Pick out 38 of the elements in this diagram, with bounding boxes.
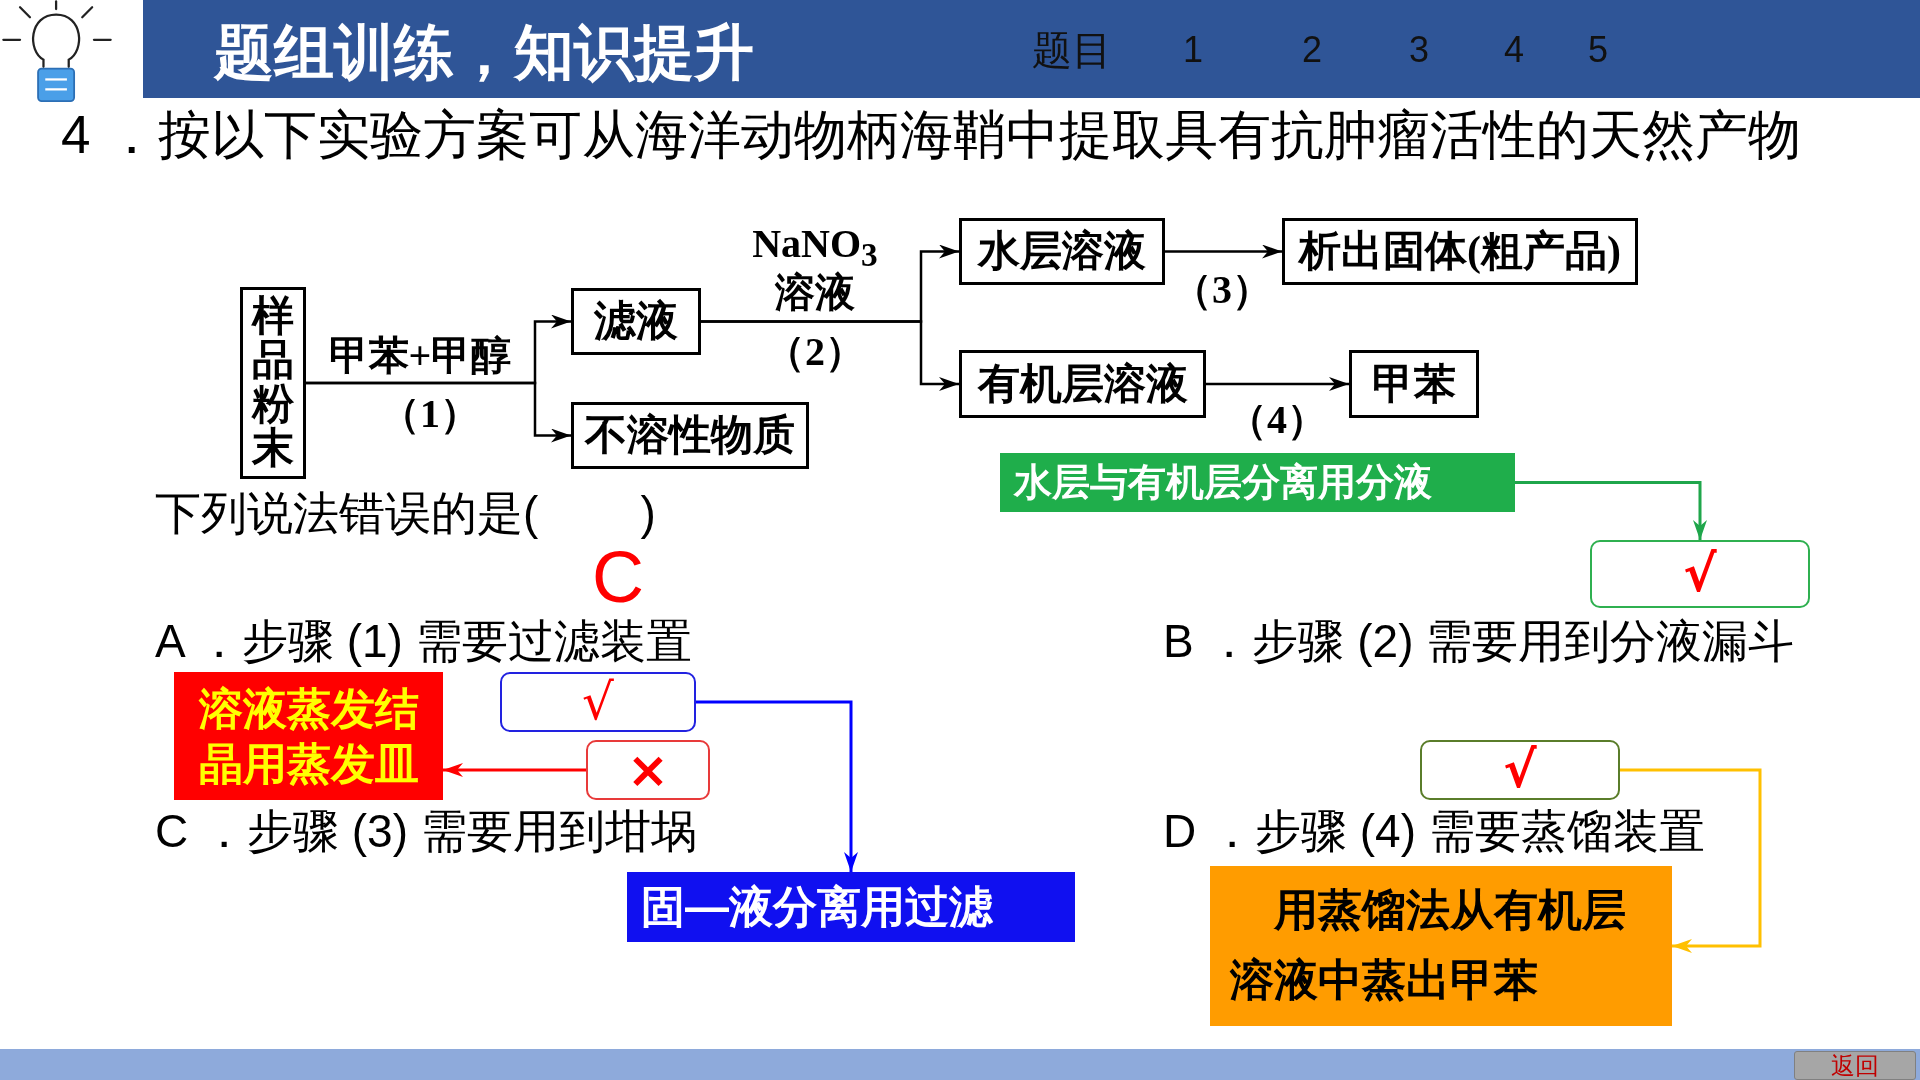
arrow	[1206, 377, 1349, 391]
highlight-frame: √	[1420, 740, 1620, 800]
callout-box: 用蒸馏法从有机层溶液中蒸出甲苯	[1210, 866, 1672, 1026]
highlight-frame: √	[1590, 540, 1810, 608]
highlight-frame: √	[500, 672, 696, 732]
option-text: D ．步骤 (4) 需要蒸馏装置	[1163, 806, 1705, 857]
highlight-frame: ×	[586, 740, 710, 800]
process-box: 析出固体(粗产品)	[1282, 218, 1638, 285]
arrow	[701, 320, 959, 391]
nav-link: 1	[1183, 30, 1204, 70]
question-text: 4 ．按以下实验方案可从海洋动物柄海鞘中提取具有抗肿瘤活性的天然产物	[61, 106, 1802, 165]
process-box: 不溶性物质	[571, 402, 809, 469]
nav-link: 3	[1409, 30, 1430, 70]
answer-letter: C	[592, 541, 644, 613]
arrow	[1515, 481, 1707, 540]
process-box: 样品粉末	[240, 287, 306, 479]
option-text: C ．步骤 (3) 需要用到坩埚	[155, 806, 697, 857]
option-text: A ．步骤 (1) 需要过滤装置	[155, 616, 692, 667]
question-prompt: 下列说法错误的是( )	[155, 488, 656, 539]
arrow	[1620, 768, 1762, 953]
arrow	[443, 763, 586, 777]
nav-link: 2	[1302, 30, 1323, 70]
nav-link: 4	[1504, 30, 1525, 70]
callout-box: 溶液蒸发结晶用蒸发皿	[174, 672, 443, 800]
arrow	[696, 700, 858, 872]
nav-link: 5	[1588, 30, 1609, 70]
nav-label: 题目	[1032, 28, 1112, 72]
arrow	[1165, 244, 1282, 259]
slide-title: 题组训练，知识提升	[214, 20, 754, 86]
callout-box: 固—液分离用过滤	[627, 872, 1075, 942]
process-box: 水层溶液	[959, 218, 1165, 285]
note-box: 水层与有机层分离用分液	[1000, 453, 1515, 512]
process-box: 甲苯	[1349, 350, 1479, 418]
arrow	[306, 381, 571, 443]
process-box: 滤液	[571, 288, 701, 355]
process-box: 有机层溶液	[959, 350, 1206, 418]
option-text: B ．步骤 (2) 需要用到分液漏斗	[1163, 616, 1795, 667]
back-button: 返回	[1794, 1051, 1916, 1080]
